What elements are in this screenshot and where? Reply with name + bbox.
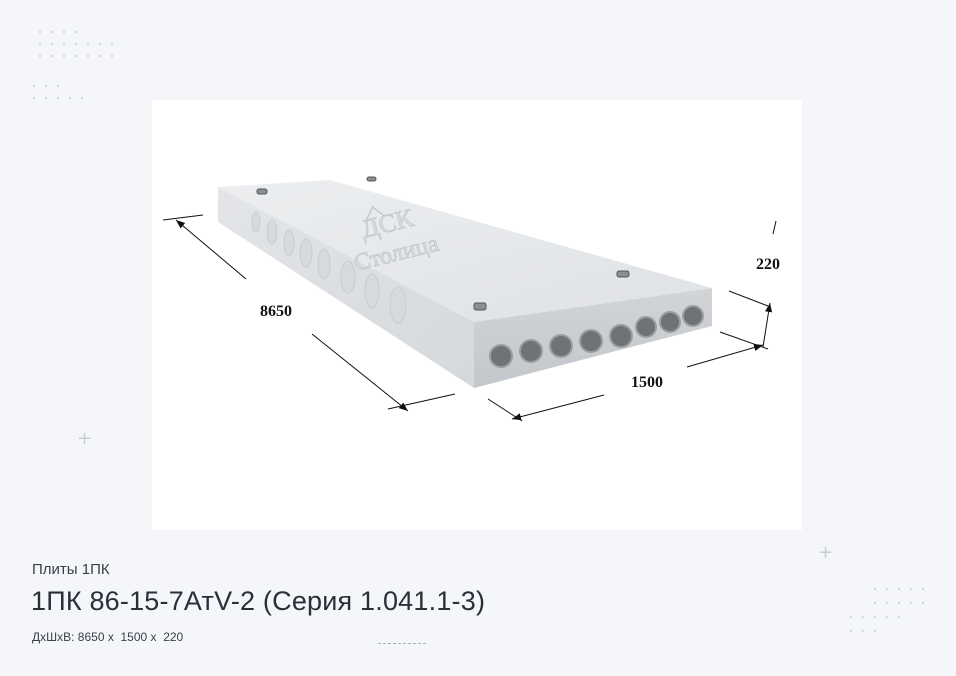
plus-icon: + bbox=[818, 542, 834, 563]
dot-grid-top-left bbox=[32, 30, 114, 100]
dimension-lines bbox=[162, 214, 777, 422]
dot-grid-bottom-right bbox=[849, 587, 925, 633]
height-label: 220 bbox=[756, 256, 780, 273]
product-image: ДСК Столица 8650 1500 220 bbox=[152, 100, 802, 530]
product-dimensions: ДхШхВ: 8650 х 1500 х 220 bbox=[32, 630, 184, 644]
plus-icon: + bbox=[77, 428, 93, 449]
hollow-core-slab: ДСК Столица bbox=[218, 176, 712, 388]
width-label: 1500 bbox=[631, 374, 663, 391]
product-title: 1ПК 86-15-7АтV-2 (Серия 1.041.1-3) bbox=[31, 586, 486, 616]
length-label: 8650 bbox=[260, 303, 292, 320]
product-category: Плиты 1ПК bbox=[32, 561, 110, 578]
divider bbox=[378, 643, 426, 644]
